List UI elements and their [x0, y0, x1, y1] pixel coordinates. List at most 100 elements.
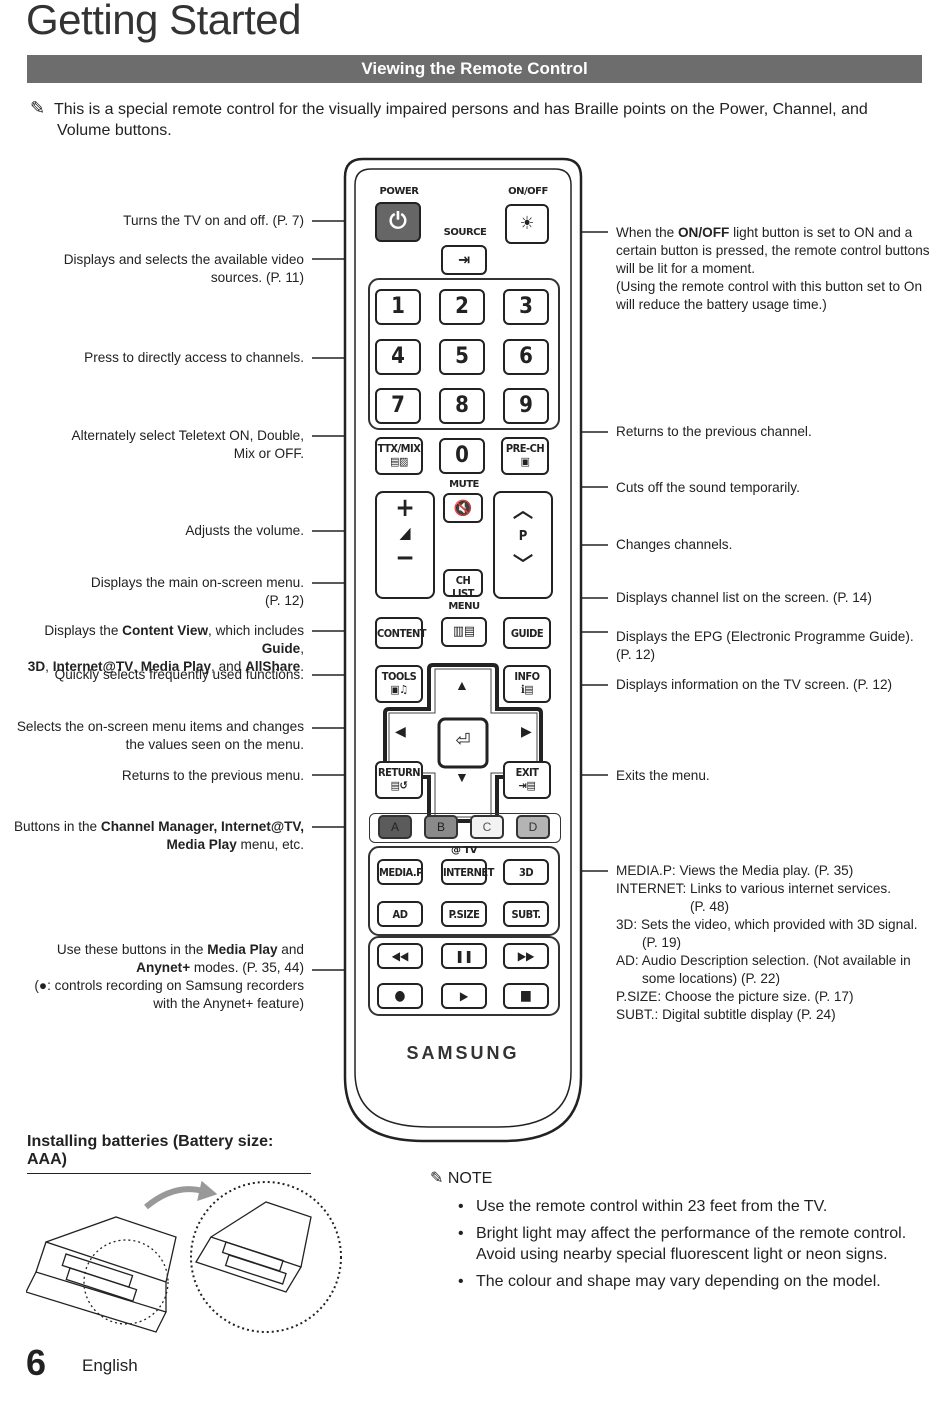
- mute-speaker-icon: 🔇: [453, 499, 473, 517]
- digit-0-button[interactable]: 0: [439, 438, 485, 474]
- volume-rocker[interactable]: + ◢ −: [375, 491, 435, 599]
- internet-button[interactable]: INTERNET: [441, 859, 494, 885]
- pause-button[interactable]: ❚❚: [441, 943, 487, 969]
- exit-button[interactable]: EXIT⇥▤: [503, 761, 551, 799]
- digit-5-button[interactable]: 5: [439, 339, 485, 375]
- 3d-button[interactable]: 3D: [503, 859, 549, 885]
- enter-button-icon[interactable]: ⏎: [455, 730, 471, 750]
- digit-6-button[interactable]: 6: [503, 339, 549, 375]
- chlist-button[interactable]: CH LIST: [443, 569, 483, 600]
- callout-content-2e: Media Play: [140, 659, 212, 674]
- power-label: POWER: [379, 186, 419, 197]
- nav-right-icon[interactable]: ▶: [521, 723, 532, 739]
- callout-content-1b: Content View: [122, 623, 209, 638]
- power-button[interactable]: ⏻: [375, 202, 421, 242]
- callout-nav-2: the values seen on the menu.: [125, 737, 304, 752]
- digit-2-button[interactable]: 2: [439, 289, 485, 325]
- list-item: The colour and shape may vary depending …: [458, 1271, 918, 1292]
- callout-content-1d: Guide: [261, 641, 301, 656]
- callout-content-1c: , which includes: [208, 623, 304, 638]
- desc-ad-2: some locations) (P. 22): [642, 971, 781, 986]
- callout-onoff-4: (Using the remote control with this butt…: [616, 279, 923, 294]
- battery-installation-illustration: [26, 1180, 342, 1333]
- nav-left-icon[interactable]: ◀: [395, 723, 406, 739]
- content-button[interactable]: CONTENT: [375, 617, 427, 649]
- desc-internet-2: (P. 48): [690, 899, 730, 914]
- callout-volume: Adjusts the volume.: [185, 523, 304, 538]
- callout-exit: Exits the menu.: [616, 768, 710, 783]
- language-label: English: [82, 1356, 138, 1375]
- callout-media-2a: Anynet+: [136, 960, 191, 975]
- callout-channel: Changes channels.: [616, 537, 733, 552]
- callout-content-2g: AllShare: [245, 659, 301, 674]
- tools-icon: ▣♫: [390, 683, 408, 696]
- callout-source: Displays and selects the available video…: [4, 251, 304, 287]
- callout-content-2a: 3D: [27, 659, 46, 674]
- mute-button[interactable]: 🔇: [443, 493, 483, 523]
- digit-1-button[interactable]: 1: [375, 289, 421, 325]
- callout-content-2d: ,: [133, 659, 141, 674]
- digit-3-button[interactable]: 3: [503, 289, 549, 325]
- play-button[interactable]: ▶: [441, 983, 487, 1009]
- callout-guide-2: (P. 12): [616, 647, 656, 662]
- digit-8-button[interactable]: 8: [439, 388, 485, 424]
- tools-button[interactable]: TOOLS▣♫: [375, 665, 423, 703]
- callout-menu: Displays the main on-screen menu. (P. 12…: [4, 574, 304, 610]
- callout-onoff-3: will be lit for a moment.: [616, 261, 756, 276]
- prech-label: PRE-CH: [505, 442, 545, 455]
- batteries-heading: Installing batteries (Battery size: AAA): [27, 1133, 311, 1174]
- nav-up-icon[interactable]: ▲: [455, 677, 469, 693]
- callout-guide: Displays the EPG (Electronic Programme G…: [616, 628, 914, 664]
- desc-subt: : Digital subtitle display (P. 24): [654, 1007, 836, 1022]
- color-button-c[interactable]: C: [470, 815, 504, 839]
- power-icon: ⏻: [389, 209, 407, 234]
- digit-7-button[interactable]: 7: [375, 388, 421, 424]
- subt-button[interactable]: SUBT.: [503, 901, 549, 927]
- desc-ad: : Audio Description selection. (Not avai…: [634, 953, 911, 968]
- mediap-button[interactable]: MEDIA.P: [377, 859, 423, 885]
- source-button[interactable]: ⇥: [441, 245, 487, 275]
- fast-forward-button[interactable]: ▶▶: [503, 943, 549, 969]
- onoff-light-button[interactable]: ☀: [505, 204, 549, 244]
- ttx-mix-button[interactable]: TTX/MIX▤▨: [375, 437, 423, 475]
- nav-down-icon[interactable]: ▼: [455, 769, 469, 785]
- record-button[interactable]: ●: [377, 983, 423, 1009]
- callout-onoff-5: will reduce the battery usage time.): [616, 297, 827, 312]
- color-button-a[interactable]: A: [378, 815, 412, 839]
- prech-button[interactable]: PRE-CH▣: [501, 437, 549, 475]
- return-button[interactable]: RETURN▤↺: [375, 761, 423, 799]
- callout-media-1b: Media Play: [207, 942, 278, 957]
- color-button-d[interactable]: D: [516, 815, 550, 839]
- digit-4-button[interactable]: 4: [375, 339, 421, 375]
- record-icon: ●: [394, 988, 406, 1004]
- callout-ttx-1: Alternately select Teletext ON, Double,: [71, 428, 304, 443]
- menu-button[interactable]: ▥▤: [441, 617, 487, 647]
- rewind-icon: ◀◀: [391, 949, 409, 963]
- pencil-note-icon: ✎: [30, 98, 46, 118]
- note-list: Use the remote control within 23 feet fr…: [458, 1196, 918, 1298]
- callout-onoff: When the ON/OFF light button is set to O…: [616, 224, 936, 314]
- channel-rocker[interactable]: ︿ P ﹀: [493, 491, 553, 599]
- volume-up-icon: +: [395, 493, 415, 523]
- key-3d: 3D: [616, 917, 634, 932]
- rewind-button[interactable]: ◀◀: [377, 943, 423, 969]
- desc-3d-2: (P. 19): [642, 935, 682, 950]
- menu-label: MENU: [448, 601, 480, 612]
- callout-power: Turns the TV on and off. (P. 7): [123, 213, 304, 228]
- stop-button[interactable]: ■: [503, 983, 549, 1009]
- color-button-b[interactable]: B: [424, 815, 458, 839]
- callout-media-1a: Use these buttons in the: [56, 942, 208, 957]
- channel-up-icon: ︿: [513, 498, 533, 522]
- callout-menu-2: (P. 12): [264, 593, 304, 608]
- teletext-icon: ▤▨: [390, 455, 408, 468]
- callout-menu-1: Displays the main on-screen menu.: [90, 575, 304, 590]
- onoff-label: ON/OFF: [508, 186, 548, 197]
- digit-9-button[interactable]: 9: [503, 388, 549, 424]
- psize-button[interactable]: P.SIZE: [441, 901, 487, 927]
- ad-button[interactable]: AD: [377, 901, 423, 927]
- guide-button[interactable]: GUIDE: [503, 617, 551, 649]
- exit-icon: ⇥▤: [518, 779, 536, 792]
- callout-return: Returns to the previous menu.: [121, 768, 304, 783]
